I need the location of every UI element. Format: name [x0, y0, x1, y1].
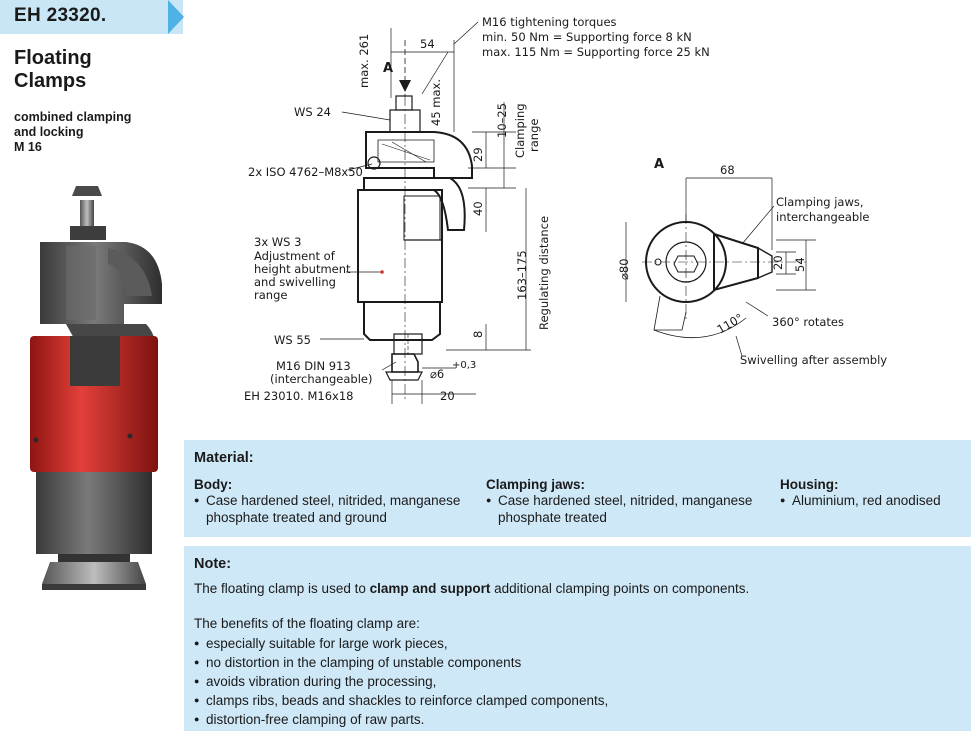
dim-163-175: 163–175	[515, 250, 529, 300]
jaws-text-line: phosphate treated	[498, 510, 607, 525]
note-panel: Note: The floating clamp is used to clam…	[184, 546, 971, 731]
dim-110: 110°	[715, 311, 746, 337]
dim-54-right: 54	[793, 257, 807, 272]
subtitle-line: M 16	[14, 140, 42, 154]
dim-40: 40	[471, 201, 485, 216]
dim-d6: ⌀6	[430, 367, 444, 381]
note-usage-bold: clamp and support	[369, 581, 491, 596]
dim-20-bottom: 20	[440, 389, 455, 403]
label-ws55: WS 55	[274, 333, 311, 347]
dim-54-top: 54	[420, 37, 435, 51]
label-ws24: WS 24	[294, 105, 331, 119]
torque-title: M16 tightening torques	[482, 15, 617, 29]
body-heading: Body:	[194, 477, 233, 492]
dim-20-right: 20	[771, 255, 785, 270]
benefit-item: distortion-free clamping of raw parts.	[194, 710, 964, 729]
title-line: Clamps	[14, 70, 87, 92]
note-usage-pre: The floating clamp is used to	[194, 581, 370, 596]
note-usage: The floating clamp is used to clamp and …	[194, 580, 964, 597]
note-usage-post: additional clamping points on components…	[490, 581, 750, 596]
jaws-text: Case hardened steel, nitrided, manganese…	[486, 492, 771, 526]
view-arrow-icon	[399, 80, 411, 92]
label-adjustment: 3x WS 3	[254, 235, 301, 249]
material-jaws: Clamping jaws: Case hardened steel, nitr…	[486, 477, 771, 526]
regulating-distance-label: Regulating distance	[537, 216, 551, 330]
header-band	[0, 0, 183, 34]
clamping-jaws-label: interchangeable	[776, 210, 869, 224]
benefits-intro: The benefits of the floating clamp are:	[194, 616, 420, 631]
label-adjustment: and swivelling	[254, 275, 336, 289]
dim-8: 8	[471, 331, 485, 338]
rotates-label: 360° rotates	[772, 315, 844, 329]
benefit-item: especially suitable for large work piece…	[194, 634, 964, 653]
clamping-jaws-label: Clamping jaws,	[776, 195, 864, 209]
material-body: Body: Case hardened steel, nitrided, man…	[194, 477, 479, 526]
dim-29: 29	[471, 147, 485, 162]
label-m16-din: M16 DIN 913	[276, 359, 351, 373]
body-text-line: Case hardened steel, nitrided, manganese	[206, 493, 461, 508]
technical-drawing: M16 tightening torques min. 50 Nm = Supp…	[244, 15, 887, 404]
material-panel: Material: Body: Case hardened steel, nit…	[184, 440, 971, 537]
dim-d80: ⌀80	[617, 258, 631, 280]
page-subtitle: combined clamping and locking M 16	[14, 110, 174, 155]
view-a-title: A	[654, 157, 664, 172]
housing-text: Aluminium, red anodised	[780, 492, 965, 509]
material-heading: Material:	[194, 450, 254, 466]
jaws-text-line: Case hardened steel, nitrided, manganese	[498, 493, 753, 508]
clamping-range-label: Clamping	[513, 103, 527, 158]
product-photo	[30, 186, 162, 590]
label-adjustment: Adjustment of	[254, 249, 336, 263]
label-adjustment: range	[254, 288, 287, 302]
housing-heading: Housing:	[780, 477, 839, 492]
title-line: Floating	[14, 47, 92, 69]
label-eh23010: EH 23010. M16x18	[244, 389, 353, 403]
benefit-item: clamps ribs, beads and shackles to reinf…	[194, 691, 964, 710]
label-screws: 2x ISO 4762–M8x50	[248, 165, 363, 179]
dim-45-max: 45 max.	[429, 79, 443, 126]
benefit-item: no distortion in the clamping of unstabl…	[194, 653, 964, 672]
header-arrow-icon	[168, 0, 184, 34]
benefit-item: avoids vibration during the processing,	[194, 672, 964, 691]
dim-tolerance: +0,3	[452, 360, 476, 371]
subtitle-line: combined clamping	[14, 110, 132, 124]
page-title: Floating Clamps	[14, 47, 174, 93]
label-m16-din: (interchangeable)	[270, 372, 372, 386]
view-a-arrow-label: A	[383, 61, 393, 76]
note-heading: Note:	[194, 556, 232, 572]
benefits-list: especially suitable for large work piece…	[194, 634, 964, 729]
product-code: EH 23320.	[14, 5, 107, 26]
jaws-heading: Clamping jaws:	[486, 477, 586, 492]
label-adjustment: height abutment	[254, 262, 351, 276]
body-text-line: phosphate treated and ground	[206, 510, 387, 525]
torque-max: max. 115 Nm = Supporting force 25 kN	[482, 45, 710, 59]
dim-10-25: 10–25	[495, 103, 509, 138]
material-housing: Housing: Aluminium, red anodised	[780, 477, 965, 509]
swivel-label: Swivelling after assembly	[740, 353, 887, 367]
clamping-range-label: range	[527, 119, 541, 152]
torque-min: min. 50 Nm = Supporting force 8 kN	[482, 30, 692, 44]
body-text: Case hardened steel, nitrided, manganese…	[194, 492, 479, 526]
dim-max261: max. 261	[357, 34, 371, 88]
dim-68: 68	[720, 163, 735, 177]
subtitle-line: and locking	[14, 125, 84, 139]
